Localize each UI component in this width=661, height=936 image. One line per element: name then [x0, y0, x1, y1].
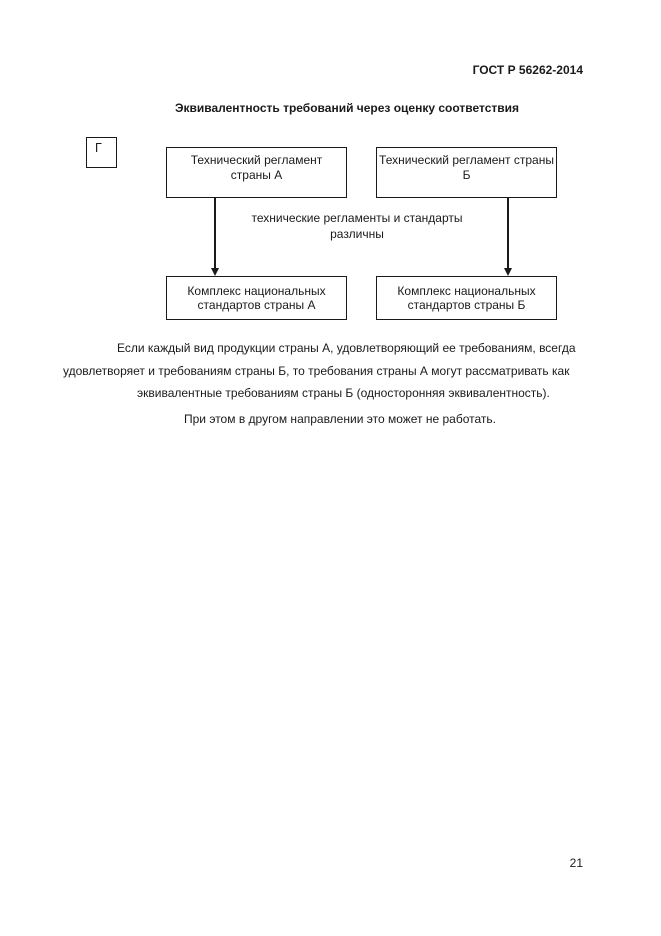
box-text-line: стандартов страны Б [407, 298, 526, 312]
box-text-line: Б [462, 167, 471, 182]
body-note: При этом в другом направлении это может … [184, 412, 496, 426]
arrow-label: технические регламенты и стандарты разли… [251, 210, 462, 242]
figure-marker-box: Г [86, 137, 117, 168]
box-text-line: Технический регламент страны [379, 153, 554, 167]
box-national-standards-country-b: Комплекс национальных стандартов страны … [376, 276, 557, 320]
page-number: 21 [569, 856, 583, 870]
box-text-line: Комплекс национальных [187, 283, 326, 298]
down-arrow-left-line [214, 198, 216, 268]
figure-marker-letter: Г [95, 141, 102, 155]
down-arrow-left-head-icon [210, 268, 219, 276]
down-arrow-right-line [507, 198, 509, 268]
arrow-label-line: технические регламенты и стандарты [251, 211, 463, 225]
box-national-standards-country-a: Комплекс национальных стандартов страны … [166, 276, 347, 320]
box-tech-regulation-country-b: Технический регламент страны Б [376, 147, 557, 198]
figure-title: Эквивалентность требований через оценку … [174, 101, 520, 115]
body-paragraph-line: Если каждый вид продукции страны А, удов… [117, 341, 576, 355]
box-text-line: страны А [230, 167, 283, 182]
box-text-line: Технический регламент [190, 153, 323, 167]
body-paragraph-line: удовлетворяет и требованиям страны Б, то… [63, 363, 570, 378]
box-tech-regulation-country-a: Технический регламент страны А [166, 147, 347, 198]
arrow-label-line: различны [330, 227, 384, 241]
box-text-line: Комплекс национальных [397, 283, 536, 298]
running-header: ГОСТ Р 56262-2014 [472, 63, 583, 77]
box-text-line: стандартов страны А [197, 298, 316, 312]
body-paragraph-line: эквивалентные требованиям страны Б (одно… [137, 386, 550, 400]
down-arrow-right-head-icon [503, 268, 512, 276]
